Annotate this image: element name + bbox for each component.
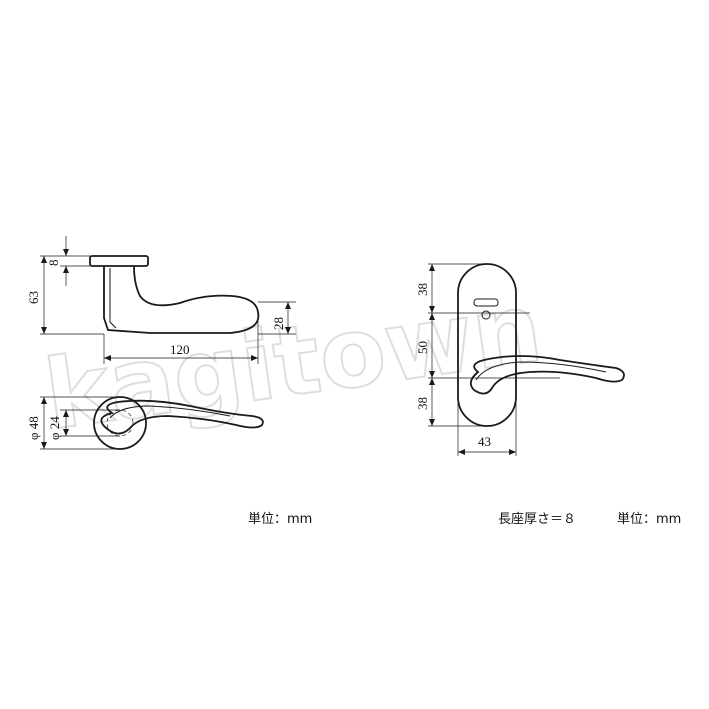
dim-top: 38	[415, 283, 430, 296]
rose-plate	[89, 255, 149, 267]
plate-thickness-note: 長座厚さ＝８	[498, 512, 577, 527]
dim-width: 43	[478, 434, 491, 449]
dim-rose-diameter: φ 48	[26, 416, 41, 440]
back-plate	[457, 263, 517, 427]
dim-lever-height: 28	[271, 317, 286, 330]
dim-inner-diameter: φ 24	[47, 416, 62, 440]
right-dimensions: 38 50 38 43	[415, 263, 560, 456]
watermark: kagitown	[37, 270, 549, 452]
plate-front-view	[457, 263, 625, 427]
watermark-text: kagitown	[38, 271, 548, 451]
dim-total-height: 63	[26, 291, 41, 304]
left-unit-label: 単位：mm	[248, 512, 313, 527]
turn-spindle	[481, 310, 491, 320]
dim-bottom: 38	[415, 397, 430, 410]
left-bottom-dimensions: φ 48 φ 24	[26, 396, 120, 450]
lever-front-outline	[469, 355, 625, 395]
thumb-turn	[473, 298, 499, 307]
lever-side-outline	[103, 265, 260, 334]
dim-center: 50	[415, 341, 430, 354]
left-dimensions: 8 63 120 28	[26, 236, 296, 364]
dim-rose-thickness: 8	[46, 260, 61, 267]
lever-front-inner	[475, 361, 607, 381]
right-unit-label: 単位：mm	[617, 512, 682, 527]
inner-circle	[106, 409, 134, 437]
lever-top-inner	[109, 405, 231, 419]
shank-inner-line	[109, 268, 117, 329]
dim-length: 120	[170, 342, 190, 357]
lever-side-view	[89, 255, 260, 334]
lever-top-outline	[100, 399, 264, 435]
